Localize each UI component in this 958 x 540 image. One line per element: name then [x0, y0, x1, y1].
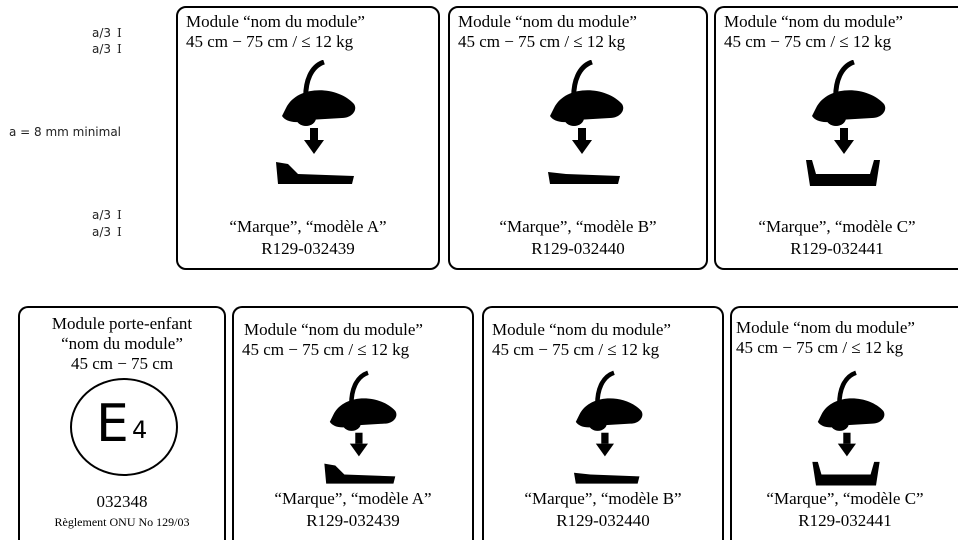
seat-on-base-pictogram — [574, 370, 643, 484]
infant-carrier-icon — [817, 370, 885, 431]
approval-line-3: 45 cm − 75 cm — [70, 354, 174, 373]
flat-base-icon — [548, 172, 620, 184]
approval-mark-card: Module porte-enfant “nom du module” 45 c… — [18, 306, 226, 540]
module-approval-number: R129-032439 — [261, 239, 355, 258]
infant-carrier-icon — [329, 370, 397, 431]
dimension-marker-icon: Ι — [117, 42, 122, 56]
module-brand: “Marque”, “modèle C” — [758, 217, 916, 236]
module-approval-number: R129-032440 — [531, 239, 625, 258]
module-title: Module “nom du module” — [724, 12, 903, 31]
flat-base-icon — [574, 472, 640, 484]
e-mark-circle: E 4 — [70, 378, 178, 476]
module-title: Module “nom du module” — [458, 12, 637, 31]
infant-carrier-icon — [812, 60, 886, 126]
tray-base-icon — [806, 160, 880, 186]
module-brand: “Marque”, “modèle A” — [229, 217, 387, 236]
down-arrow-icon — [304, 128, 324, 154]
module-brand: “Marque”, “modèle C” — [766, 489, 924, 508]
module-label-card: Module “nom du module” 45 cm − 75 cm / ≤… — [730, 306, 958, 540]
infant-carrier-icon — [575, 370, 643, 431]
dimension-main-label: a = 8 mm minimal — [9, 125, 122, 139]
seat-on-base-pictogram — [812, 370, 885, 486]
down-arrow-icon — [837, 432, 856, 457]
module-approval-number: R129-032440 — [556, 511, 650, 530]
module-brand: “Marque”, “modèle A” — [274, 489, 432, 508]
module-title: Module “nom du module” — [186, 12, 365, 31]
approval-line-2: “nom du module” — [61, 334, 183, 353]
module-label-card: Module “nom du module” 45 cm − 75 cm / ≤… — [232, 306, 474, 540]
module-brand: “Marque”, “modèle B” — [524, 489, 682, 508]
down-arrow-icon — [572, 128, 592, 154]
module-brand: “Marque”, “modèle B” — [499, 217, 657, 236]
flat-base-icon — [324, 463, 396, 484]
down-arrow-icon — [349, 432, 368, 457]
tray-base-icon — [812, 461, 880, 486]
module-size: 45 cm − 75 cm / ≤ 12 kg — [186, 32, 354, 51]
infant-carrier-icon — [550, 60, 624, 126]
module-title: Module “nom du module” — [736, 318, 915, 337]
regulation-reference: Règlement ONU No 129/03 — [54, 515, 190, 529]
e-mark-number: 4 — [132, 416, 148, 444]
dimension-marker-icon: Ι — [117, 26, 122, 40]
dimension-marker-icon: Ι — [117, 208, 122, 222]
module-label-card: Module “nom du module” 45 cm − 75 cm / ≤… — [176, 6, 440, 270]
module-size: 45 cm − 75 cm / ≤ 12 kg — [724, 32, 892, 51]
e-mark-letter: E — [96, 394, 129, 454]
dimension-marker-icon: Ι — [117, 225, 122, 239]
module-approval-number: R129-032441 — [790, 239, 884, 258]
module-title: Module “nom du module” — [492, 320, 671, 339]
infant-carrier-icon — [282, 60, 356, 126]
module-size: 45 cm − 75 cm / ≤ 12 kg — [458, 32, 626, 51]
down-arrow-icon — [595, 432, 614, 457]
seat-on-base-pictogram — [806, 60, 886, 186]
seat-on-base-pictogram — [548, 60, 624, 184]
module-approval-number: R129-032439 — [306, 511, 400, 530]
down-arrow-icon — [834, 128, 854, 154]
module-size: 45 cm − 75 cm / ≤ 12 kg — [736, 338, 904, 357]
module-label-card: Module “nom du module” 45 cm − 75 cm / ≤… — [714, 6, 958, 270]
approval-line-1: Module porte-enfant — [51, 314, 193, 333]
seat-on-base-pictogram — [324, 370, 397, 484]
module-size: 45 cm − 75 cm / ≤ 12 kg — [242, 340, 410, 359]
module-label-card: Module “nom du module” 45 cm − 75 cm / ≤… — [482, 306, 724, 540]
module-approval-number: R129-032441 — [798, 511, 892, 530]
seat-on-base-pictogram — [276, 60, 356, 184]
module-label-card: Module “nom du module” 45 cm − 75 cm / ≤… — [448, 6, 708, 270]
flat-base-icon — [276, 162, 354, 184]
approval-number: 032348 — [96, 492, 148, 511]
module-size: 45 cm − 75 cm / ≤ 12 kg — [492, 340, 660, 359]
module-title: Module “nom du module” — [244, 320, 423, 339]
